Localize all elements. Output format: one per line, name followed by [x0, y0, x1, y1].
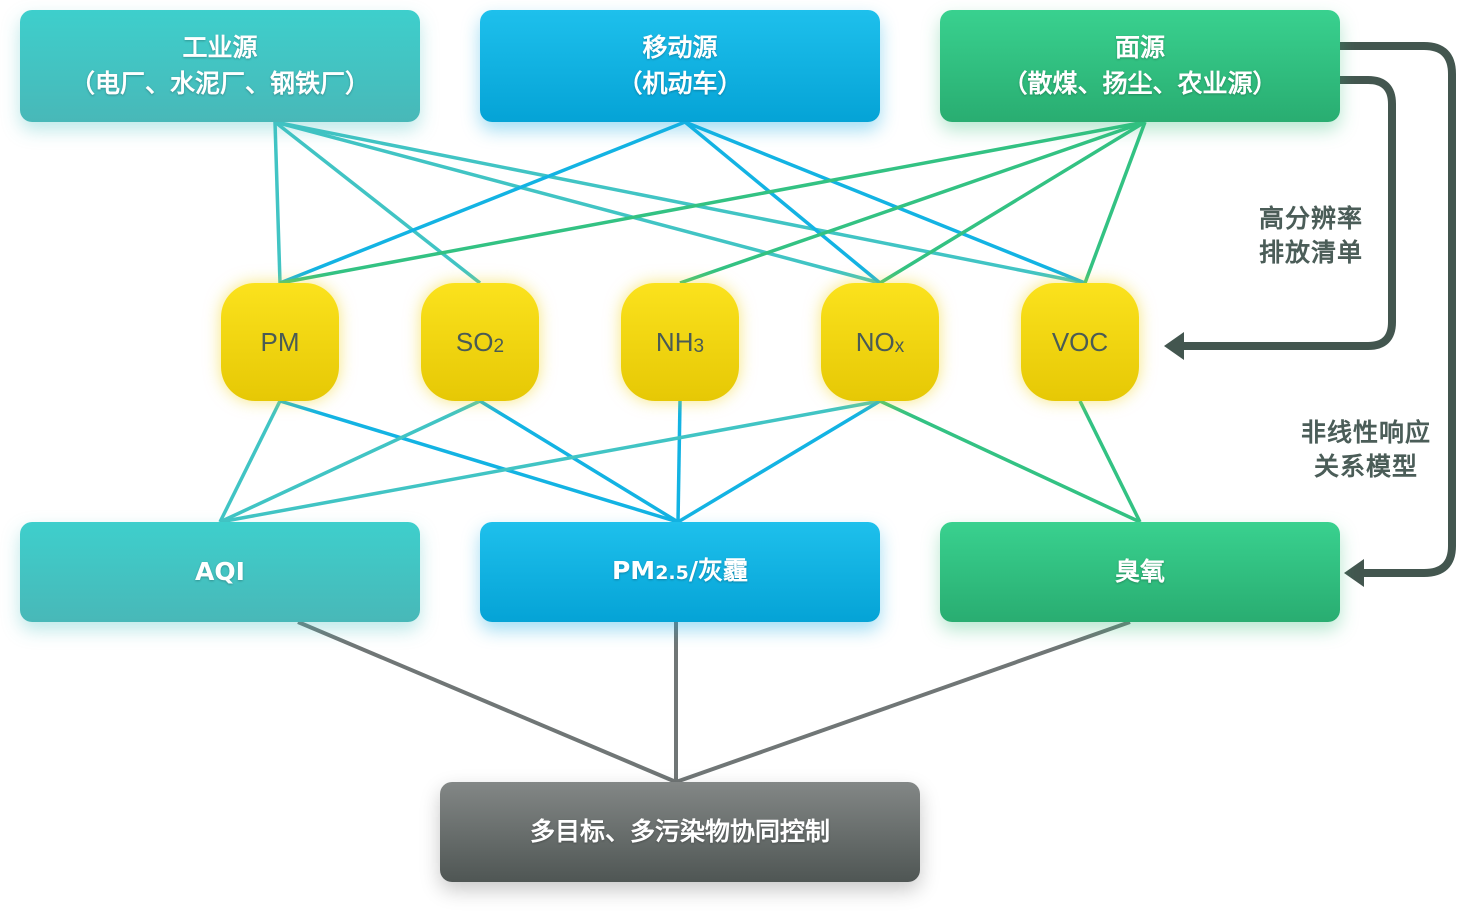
edge-mobile-pm [279, 120, 686, 285]
impact-ozone-label: 臭氧 [1114, 557, 1165, 586]
pollutant-impact-edges [218, 399, 1142, 524]
emission-inventory-line-1: 高分辨率 [1258, 204, 1363, 233]
source-industrial-title: 工业源 [182, 33, 258, 62]
pollutant-nox[interactable]: NOx [821, 283, 939, 401]
edge-voc-ozone [1078, 400, 1142, 523]
edge-nox-ozone [879, 399, 1141, 524]
edge-mobile-nox [683, 120, 882, 285]
feedback-arrows [1164, 42, 1456, 587]
pollutant-voc[interactable]: VOC [1021, 283, 1139, 401]
edge-industrial-nox [274, 120, 881, 285]
edge-area-pm [279, 120, 1146, 285]
emission-inventory-line-2: 排放清单 [1258, 238, 1363, 267]
edge-so2-aqi [219, 399, 481, 524]
pollutant-voc-label: VOC [1051, 326, 1109, 357]
source-mobile[interactable]: 移动源 （机动车） [480, 10, 880, 122]
source-area-title: 面源 [1114, 33, 1165, 62]
pollutant-so2-label: SO2 [455, 326, 505, 357]
source-mobile-title: 移动源 [642, 33, 718, 62]
edge-aqi-goal [297, 620, 677, 784]
edge-nox-pm25 [677, 399, 881, 524]
edge-pm-pm25 [279, 399, 679, 524]
edge-area-voc [1083, 121, 1147, 284]
edge-industrial-pm [273, 121, 282, 284]
response-model-line-1: 非线性响应 [1300, 418, 1431, 447]
source-industrial[interactable]: 工业源 （电厂、水泥厂、钢铁厂） [20, 10, 420, 122]
edge-industrial-voc [274, 120, 1086, 285]
impact-goal-edges [297, 620, 1131, 784]
source-area-subtitle: （散煤、扬尘、农业源） [1002, 69, 1278, 98]
goal-box[interactable]: 多目标、多污染物协同控制 [440, 782, 920, 882]
pollutant-pm-label: PM [260, 326, 300, 357]
edge-ozone-goal [675, 620, 1131, 784]
edge-pm-aqi [218, 400, 282, 523]
emission-inventory-label: 高分辨率 排放清单 [1236, 202, 1386, 270]
response-model-label: 非线性响应 关系模型 [1286, 416, 1446, 484]
edge-nh3-pm25 [676, 400, 682, 523]
response-model-line-2: 关系模型 [1313, 452, 1418, 481]
emission-inventory-arrow [1182, 76, 1396, 350]
pollutant-so2[interactable]: SO2 [421, 283, 539, 401]
edge-area-nh3 [679, 120, 1146, 285]
pollutant-nh3-label: NH3 [655, 326, 705, 357]
edge-area-nox [879, 120, 1146, 285]
edge-industrial-so2 [273, 120, 482, 285]
edge-so2-pm25 [479, 399, 679, 524]
pollutant-nh3[interactable]: NH3 [621, 283, 739, 401]
emission-inventory-arrowhead [1164, 332, 1184, 360]
goal-label: 多目标、多污染物协同控制 [529, 817, 830, 846]
edge-mobile-voc [684, 120, 1086, 285]
response-model-arrow [1340, 42, 1456, 577]
source-pollutant-edges [273, 120, 1147, 285]
pollutant-nox-label: NOx [855, 326, 905, 357]
impact-aqi-label: AQI [195, 557, 245, 586]
edge-nox-aqi [219, 399, 881, 524]
source-mobile-subtitle: （机动车） [617, 69, 743, 98]
impact-ozone[interactable]: 臭氧 [940, 522, 1340, 622]
source-industrial-subtitle: （电厂、水泥厂、钢铁厂） [69, 69, 370, 98]
impact-aqi[interactable]: AQI [20, 522, 420, 622]
response-model-arrowhead [1344, 559, 1364, 587]
pollutant-pm[interactable]: PM [221, 283, 339, 401]
impact-pm25-label: PM2.5/灰霾 [611, 556, 748, 585]
impact-pm25[interactable]: PM2.5/灰霾 [480, 522, 880, 622]
source-area[interactable]: 面源 （散煤、扬尘、农业源） [940, 10, 1340, 122]
